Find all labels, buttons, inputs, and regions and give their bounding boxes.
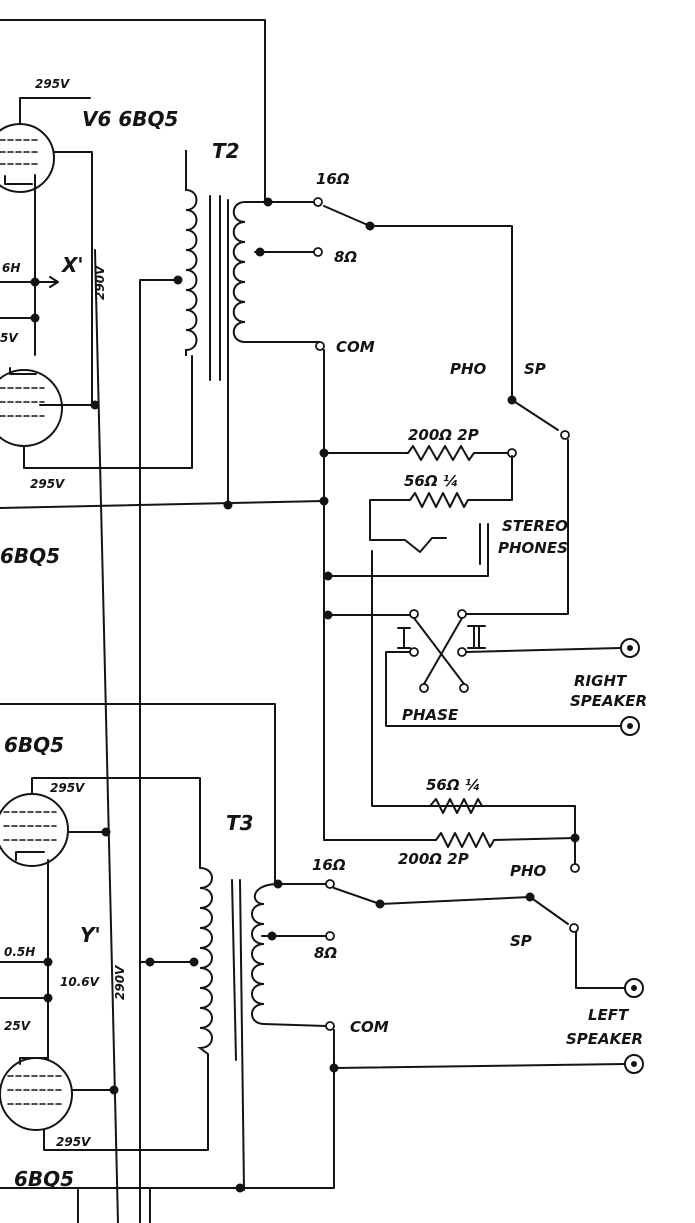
t2-impedance-switch-arm [323, 205, 371, 227]
t2-secondary-winding [232, 201, 320, 343]
t3-tap-16-terminal [325, 879, 335, 889]
b-plus-wire [94, 249, 119, 1223]
junction-t2-8 [255, 247, 265, 257]
lower-56-ohm-resistor [429, 798, 483, 814]
right-speaker-label-1: RIGHT [574, 672, 628, 690]
upper-lower-plate-voltage: 295V [30, 477, 66, 491]
t2-tap-8-terminal [313, 247, 323, 257]
upper-200-ohm-resistor [323, 445, 509, 461]
lower-sp-wire [575, 931, 626, 989]
lower-pho-terminal [570, 863, 580, 873]
upper-inductor-label: 6H [2, 261, 20, 275]
upper-sp-label: SP [524, 360, 546, 378]
lower-200-ohm-label: 200Ω 2P [398, 850, 469, 868]
right-speaker-terminal-top [620, 638, 640, 658]
t3-core-2 [239, 879, 245, 1191]
phase-switch [327, 609, 621, 727]
upper-ground-bus [0, 500, 325, 509]
junction-t2-center-tap [173, 275, 183, 285]
t3-impedance-switch-arm [333, 887, 381, 905]
upper-lower-tube-label: 6BQ5 [0, 544, 60, 568]
t2-com-terminal [315, 341, 325, 351]
x-node-arrow [49, 276, 59, 288]
lower-upper-tube-label: 6BQ5 [4, 733, 64, 757]
lower-sp-label: SP [510, 932, 532, 950]
t3-switch-output-wire [379, 896, 531, 905]
x-node-label: X' [60, 253, 84, 277]
upper-sp-wire [461, 439, 569, 615]
y-node-label: Y' [80, 923, 101, 947]
upper-cathode-voltage: 5V [0, 331, 19, 345]
left-speaker-terminal-top [624, 978, 644, 998]
t2-tap-16-terminal [313, 197, 323, 207]
right-speaker-terminal-bottom [620, 716, 640, 736]
t2-center-tap-wire [139, 279, 179, 1223]
upper-pho-label: PHO [450, 360, 487, 378]
t2-com-label: COM [336, 338, 375, 356]
tube-lower-output-1 [0, 777, 201, 869]
v6-plate-voltage: 295V [35, 77, 71, 91]
v6-tube-label: V6 6BQ5 [82, 107, 178, 131]
t3-secondary-winding [251, 883, 327, 1027]
junction-screen-upper [90, 400, 100, 410]
left-speaker-label-1: LEFT [588, 1006, 630, 1024]
phase-label: PHASE [402, 706, 459, 724]
left-speaker-label-2: SPEAKER [566, 1030, 643, 1048]
t3-tap-16-label: 16Ω [312, 856, 346, 874]
tube-upper-output-2 [0, 355, 193, 469]
v6-screen-wire [39, 151, 93, 406]
junction-t3-16 [273, 879, 283, 889]
upper-pho-sp-arm [511, 399, 559, 431]
lower-pho-label: PHO [510, 862, 547, 880]
t3-label: T3 [226, 811, 254, 835]
upper-200-ohm-label: 200Ω 2P [408, 426, 479, 444]
lower-sp-terminal [569, 923, 579, 933]
t3-primary-winding [197, 867, 213, 1055]
t2-label: T2 [212, 139, 240, 163]
stereo-jack-label-1: STEREO [502, 517, 568, 535]
tube-lower-output-2 [0, 1053, 209, 1151]
t2-tap-8-label: 8Ω [334, 248, 357, 266]
top-feed-wire [0, 19, 266, 203]
y-node-voltage: 10.6V [60, 975, 101, 989]
t2-primary-winding [185, 150, 198, 356]
lower-56-ohm-label: 56Ω ¼ [426, 776, 480, 794]
left-speaker-terminal-bottom [624, 1054, 644, 1074]
t2-tap-16-label: 16Ω [316, 170, 350, 188]
junction-ground-upper [223, 500, 233, 510]
lower-com-wire [239, 1029, 335, 1189]
lower-pho-sp-arm [529, 896, 569, 925]
upper-56-ohm-resistor [369, 455, 513, 541]
junction-t3-8 [267, 931, 277, 941]
lower-upper-plate-voltage: 295V [50, 781, 86, 795]
tube-v6 [0, 97, 91, 193]
lower-b-plus-label: 290V [113, 964, 127, 1000]
stereo-jack-label-2: PHONES [498, 539, 568, 557]
lower-200-ohm-resistor [323, 832, 576, 848]
junction-t2-16 [263, 197, 273, 207]
right-speaker-label-2: SPEAKER [570, 692, 647, 710]
t3-com-terminal [325, 1021, 335, 1031]
lower-bottom-plate-voltage: 295V [56, 1135, 92, 1149]
lower-cathode-voltage: 25V [4, 1019, 32, 1033]
left-speaker-return-wire [333, 1063, 626, 1069]
stereo-phones-jack [327, 523, 576, 807]
junction-lower-screen-2 [109, 1085, 119, 1095]
t2-switch-output-wire [369, 225, 513, 401]
lower-inductor-label: 0.5H [4, 945, 35, 959]
lower-top-feed-wire [0, 703, 276, 885]
upper-56-ohm-label: 56Ω ¼ [404, 472, 458, 490]
upper-sp-terminal [560, 430, 570, 440]
t3-com-label: COM [350, 1018, 389, 1036]
t3-tap-8-terminal [325, 931, 335, 941]
t3-core-1 [231, 879, 237, 1061]
t3-tap-8-label: 8Ω [314, 944, 337, 962]
junction-screen-lower [101, 827, 111, 837]
